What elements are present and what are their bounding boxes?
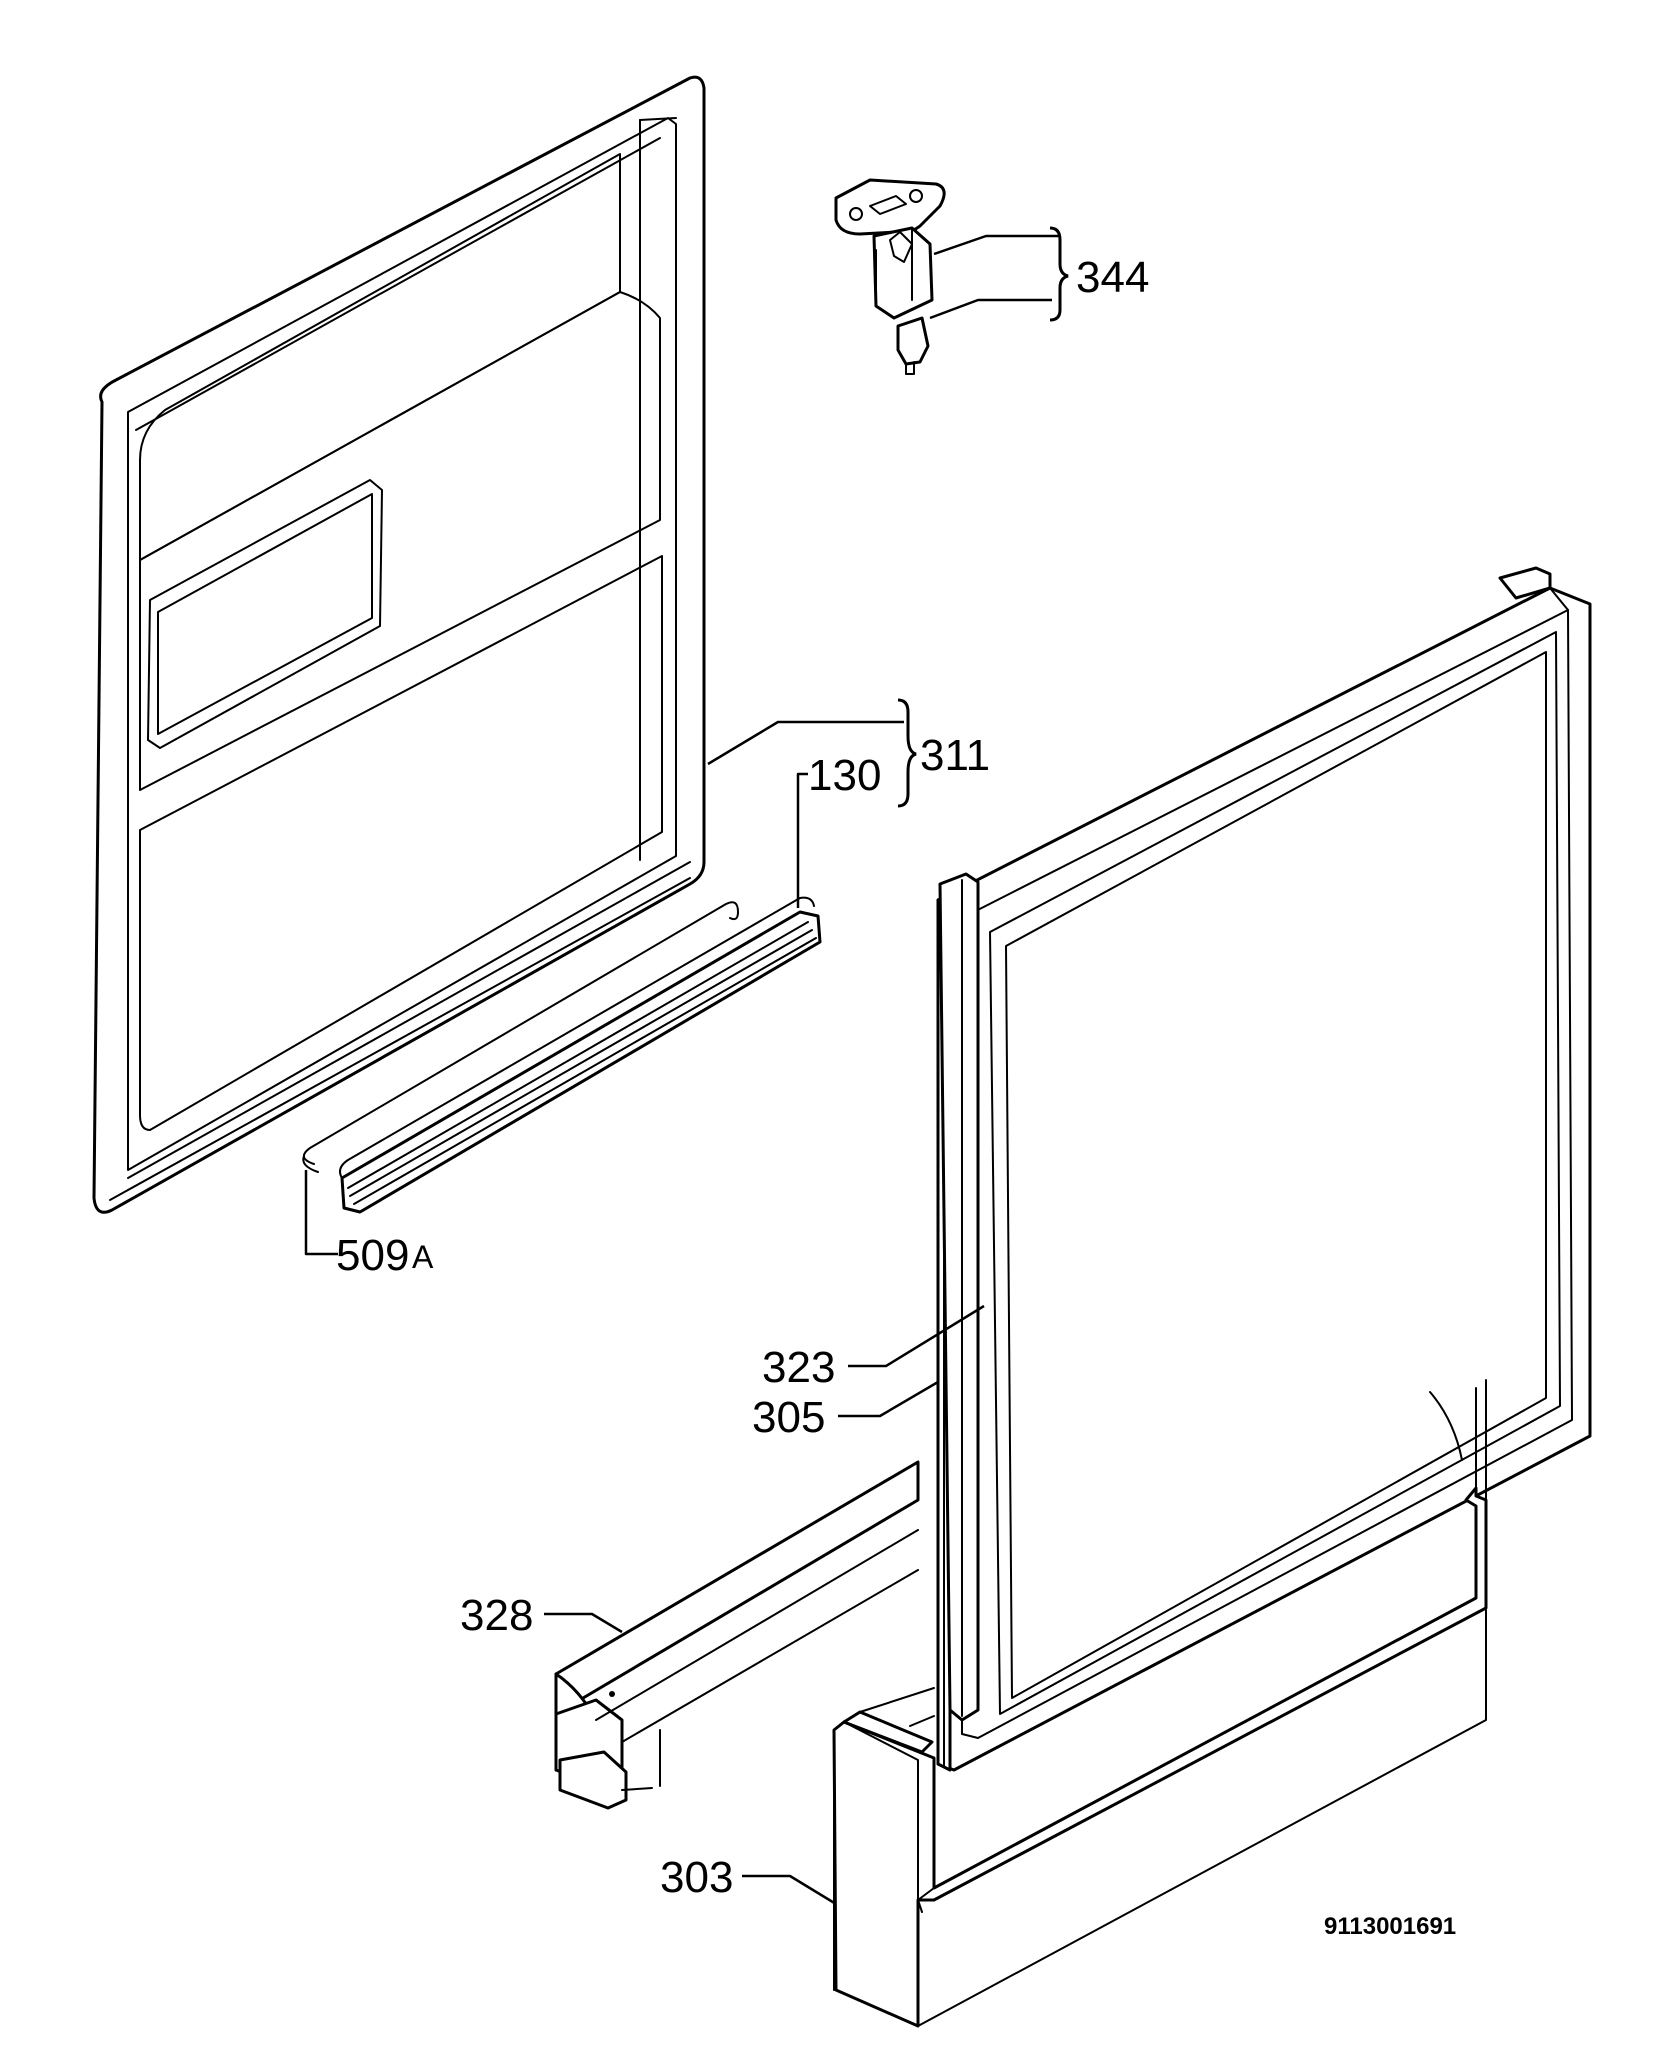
callout-130: 130 [808,751,881,800]
callout-305: 305 [752,1393,825,1442]
leader-lines [304,226,1069,1906]
kickstrip-bracket [554,1460,920,1810]
hinge-rod [302,901,739,1173]
callout-328: 328 [460,1591,533,1640]
callout-509: 509 [336,1231,409,1280]
door-frame-assembly [936,566,1592,1772]
callout-509-suffix: A [412,1239,434,1275]
document-number: 9113001691 [1324,1913,1456,1940]
callout-344: 344 [1076,253,1149,302]
plinth-panel [832,1379,1488,2028]
inner-door-panel [92,75,706,1214]
door-seal-strip [339,896,822,1214]
callout-303: 303 [660,1853,733,1902]
door-lock-assembly [834,178,946,375]
callout-323: 323 [762,1343,835,1392]
callout-labels: 344 311 130 509 A 323 305 328 303 911300… [336,253,1456,1940]
callout-311: 311 [920,731,990,780]
